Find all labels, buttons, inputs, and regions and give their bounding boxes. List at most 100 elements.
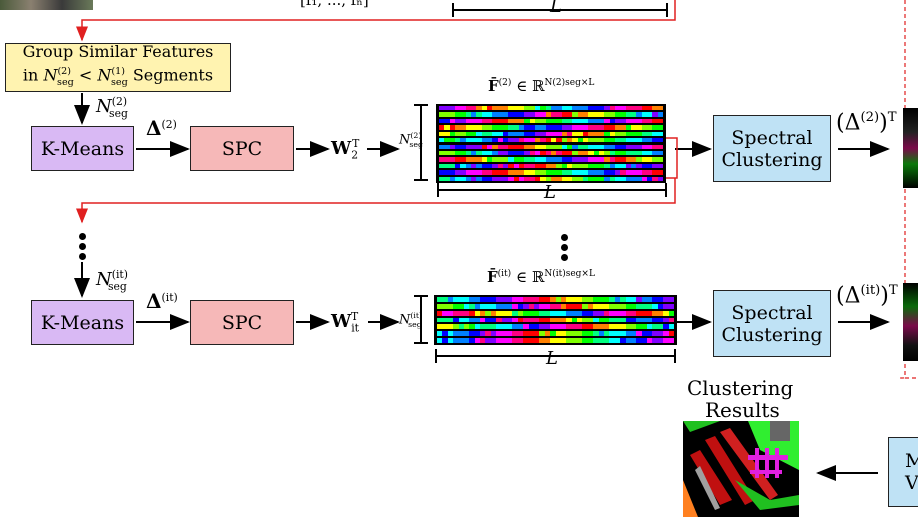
matrix-cell xyxy=(449,112,456,117)
matrix-cell xyxy=(657,157,664,162)
matrix-cell xyxy=(540,106,547,111)
matrix-cell xyxy=(652,106,659,111)
matrix-cell xyxy=(577,157,584,162)
matrix-cell xyxy=(540,170,547,175)
matrix-cell xyxy=(533,324,540,330)
matrix-cell xyxy=(544,317,551,323)
matrix-cell xyxy=(631,176,637,181)
matrix-cell xyxy=(614,331,621,337)
matrix-cell xyxy=(636,324,643,330)
matrix-cell xyxy=(513,144,520,149)
matrix-cell xyxy=(497,163,504,169)
matrix-cell xyxy=(609,303,616,309)
matrix-cell xyxy=(442,297,449,302)
matrix-cell xyxy=(593,331,600,337)
matrix-cell xyxy=(614,338,621,343)
matrix-cell xyxy=(577,125,584,130)
matrix-cell xyxy=(524,150,531,156)
matrix-cell xyxy=(609,157,616,162)
spc-box-2: SPC xyxy=(190,126,294,171)
matrix-cell xyxy=(647,324,653,330)
matrix-cell xyxy=(471,118,477,124)
matrix-cell xyxy=(503,157,509,162)
matrix-cell xyxy=(474,310,481,316)
matrix-cell xyxy=(561,150,568,156)
matrix-cell xyxy=(630,297,637,302)
matrix-cell xyxy=(647,157,653,162)
matrix-cell xyxy=(625,331,632,337)
matrix-cell xyxy=(490,324,497,330)
matrix-cell xyxy=(572,170,579,175)
matrix-cell xyxy=(517,297,524,302)
matrix-cell xyxy=(528,338,535,343)
matrix-cell xyxy=(460,157,467,162)
matrix-cell xyxy=(636,317,643,323)
matrix-cell xyxy=(657,106,664,111)
matrix-cell xyxy=(535,157,541,162)
matrix-cell xyxy=(551,138,557,143)
matrix-cell xyxy=(447,338,454,343)
matrix-cell xyxy=(533,297,540,302)
matrix-cell xyxy=(453,310,460,316)
matrix-cell xyxy=(539,310,546,316)
delta-label-2: Δ(2) xyxy=(146,116,177,140)
matrix-cell xyxy=(492,150,499,156)
matrix-cell xyxy=(604,144,611,149)
matrix-cell xyxy=(496,331,503,337)
matrix-cell xyxy=(458,310,465,316)
matrix-cell xyxy=(487,157,493,162)
matrix-cell xyxy=(588,138,595,143)
matrix-cell xyxy=(577,106,584,111)
matrix-cell xyxy=(474,317,481,323)
matrix-cell xyxy=(620,138,627,143)
matrix-cell xyxy=(550,303,556,309)
matrix-cell xyxy=(555,317,562,323)
matrix-cell xyxy=(668,303,675,309)
matrix-cell xyxy=(460,150,467,156)
matrix-cell xyxy=(614,310,621,316)
matrix-cell xyxy=(533,331,540,337)
matrix-cell xyxy=(599,138,605,143)
matrix-cell xyxy=(556,170,563,175)
matrix-cell xyxy=(587,310,594,316)
matrix-cell xyxy=(647,297,653,302)
matrix-cell xyxy=(496,317,503,323)
matrix-cell xyxy=(550,297,556,302)
matrix-cell xyxy=(577,317,583,323)
matrix-cell xyxy=(567,150,573,156)
matrix-cell xyxy=(582,338,589,343)
matrix-cell xyxy=(577,303,583,309)
matrix-cell xyxy=(572,163,579,169)
matrix-cell xyxy=(583,131,589,137)
matrix-cell xyxy=(636,310,643,316)
matrix-cell xyxy=(636,144,643,149)
matrix-cell xyxy=(492,118,499,124)
matrix-cell xyxy=(620,131,627,137)
matrix-cell xyxy=(480,338,486,343)
matrix-cell xyxy=(561,112,568,117)
matrix-cell xyxy=(474,331,481,337)
matrix-cell xyxy=(593,163,600,169)
matrix-cell xyxy=(458,331,465,337)
matrix-cell xyxy=(460,125,467,130)
matrix-cell xyxy=(599,131,605,137)
matrix-cell xyxy=(496,310,503,316)
matrix-cell xyxy=(442,303,449,309)
matrix-cell xyxy=(535,106,541,111)
matrix-cell xyxy=(567,157,573,162)
matrix-cell xyxy=(480,324,486,330)
matrix-cell xyxy=(487,176,493,181)
matrix-cell xyxy=(572,150,579,156)
matrix-cell xyxy=(647,106,653,111)
matrix-cell xyxy=(535,170,541,175)
top-matrix-partial: [f₁, ..., fₙ] xyxy=(300,0,369,9)
matrix-cell xyxy=(503,131,509,137)
matrix-cell xyxy=(555,303,562,309)
matrix-cell xyxy=(577,331,583,337)
matrix-cell xyxy=(587,317,594,323)
matrix-cell xyxy=(615,112,621,117)
matrix-cell xyxy=(572,106,579,111)
matrix-cell xyxy=(490,331,497,337)
matrix-cell xyxy=(582,317,589,323)
matrix-cell xyxy=(540,131,547,137)
